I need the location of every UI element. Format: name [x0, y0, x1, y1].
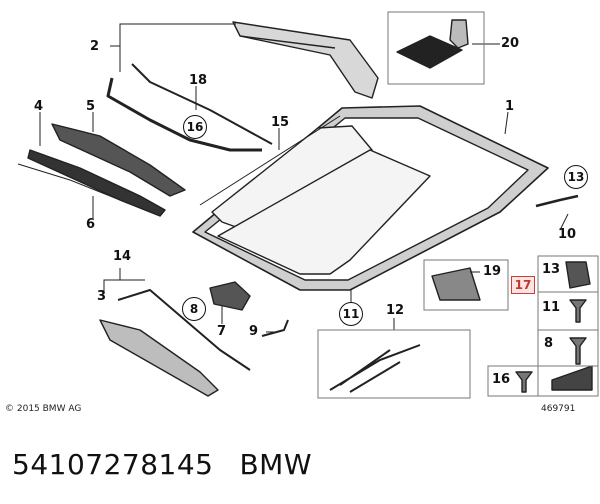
side-label-11: 11	[542, 300, 561, 315]
part-10-cable	[535, 194, 579, 208]
screw-16-shape	[515, 371, 533, 393]
box-19	[423, 259, 509, 311]
part-14-seal	[117, 289, 251, 371]
callout-13-circle: 13	[564, 165, 588, 189]
rear-glass	[217, 149, 431, 275]
brand-name: BMW	[239, 448, 313, 481]
part-20-pad	[396, 35, 463, 69]
part-4-seal	[27, 149, 166, 217]
callout-5: 5	[86, 99, 96, 114]
copyright-text: © 2015 BMW AG	[5, 404, 82, 414]
callout-20: 20	[501, 36, 520, 51]
callout-3: 3	[97, 289, 107, 304]
callout-8-circle: 8	[182, 297, 206, 321]
side-label-13: 13	[542, 262, 561, 277]
side-label-8: 8	[544, 336, 554, 351]
part-9-pin	[261, 319, 289, 337]
part-number: 54107278145	[12, 448, 214, 481]
callout-11-circle: 11	[339, 302, 363, 326]
part-18-strip	[131, 63, 273, 145]
parts-diagram	[17, 11, 599, 399]
part-20-clip	[449, 19, 469, 49]
callout-15: 15	[271, 115, 290, 130]
front-glass	[211, 125, 373, 233]
part-3-strip	[99, 319, 219, 397]
callout-18: 18	[189, 73, 208, 88]
part-15-frame	[199, 115, 341, 206]
box-16	[487, 365, 539, 397]
callout-4: 4	[34, 99, 44, 114]
side-panel	[537, 255, 599, 397]
screw-11-shape	[569, 299, 587, 323]
wedge-shape	[551, 365, 593, 391]
part-2-frame	[232, 21, 379, 99]
callout-17-highlighted[interactable]: 17	[511, 276, 535, 294]
callout-16-circle: 16	[183, 115, 207, 139]
image-number: 469791	[541, 404, 576, 414]
callout-14: 14	[113, 249, 132, 264]
screw-8-shape	[569, 337, 587, 365]
box-20	[387, 11, 485, 85]
part-6-strip	[17, 163, 151, 213]
callout-9: 9	[249, 324, 259, 339]
callout-7: 7	[217, 324, 227, 339]
side-label-16: 16	[492, 372, 511, 387]
callout-12: 12	[386, 303, 405, 318]
part-19-parts	[431, 267, 481, 301]
part-12-rails	[329, 344, 421, 393]
callout-6: 6	[86, 217, 96, 232]
part-caption: 54107278145 BMW	[12, 448, 338, 481]
part-7-motor	[209, 281, 251, 311]
callout-19: 19	[483, 264, 502, 279]
box-12	[317, 329, 471, 399]
callout-1: 1	[505, 99, 515, 114]
part-5-deflector	[51, 123, 186, 197]
leader-lines	[39, 23, 569, 333]
callout-10: 10	[558, 227, 577, 242]
part-2-arm	[106, 77, 262, 152]
callout-2: 2	[90, 39, 100, 54]
clip-13-shape	[565, 261, 591, 289]
